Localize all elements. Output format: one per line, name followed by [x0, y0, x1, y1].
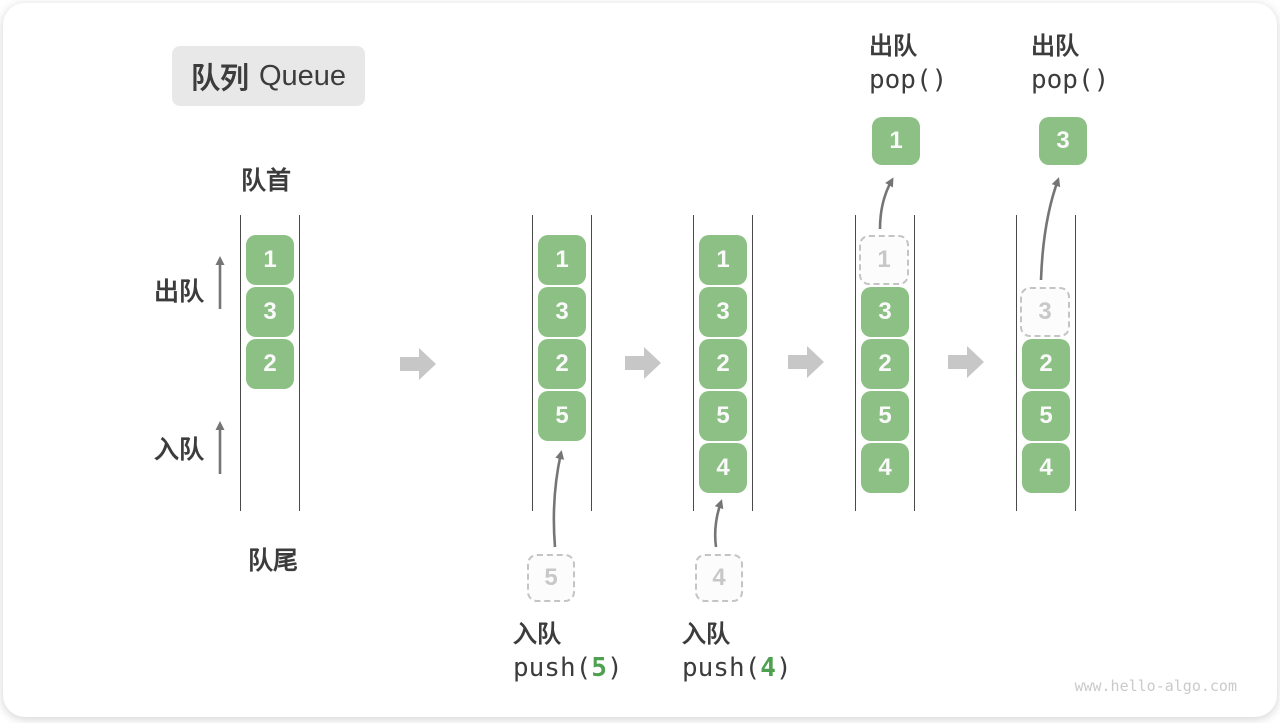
queue-block: 1: [538, 235, 586, 285]
step-arrow-icon: [400, 348, 436, 380]
push-arg: 4: [760, 653, 776, 683]
queue-block: 3: [246, 287, 294, 337]
step-arrow-icon: [788, 346, 824, 378]
queue-block: 5: [1022, 391, 1070, 441]
title-zh: 队列: [190, 63, 249, 95]
queue-block: 5: [699, 391, 747, 441]
push-call-label: push(4): [682, 653, 792, 683]
push-op-label: 入队: [513, 621, 561, 648]
label-dequeue: 出队: [154, 278, 205, 306]
pop-op-label: 出队: [869, 33, 917, 60]
queue-block: 5: [861, 391, 909, 441]
push-call-label: push(5): [513, 653, 623, 683]
label-queue-front: 队首: [240, 167, 292, 195]
queue-block: 1: [246, 235, 294, 285]
queue-block: 4: [1022, 443, 1070, 493]
queue-block: 2: [699, 339, 747, 389]
label-enqueue: 入队: [154, 436, 205, 464]
watermark: www.hello-algo.com: [1074, 677, 1237, 695]
push-arg: 5: [591, 653, 607, 683]
pop-op-label: 出队: [1031, 33, 1079, 60]
queue-block: 4: [861, 443, 909, 493]
queue-block-dashed: 1: [859, 235, 909, 285]
pop-annotation: 出队 pop(): [1031, 33, 1110, 95]
pop-call-label: pop(): [1031, 65, 1110, 95]
label-queue-rear: 队尾: [247, 547, 299, 575]
step-arrow-icon: [625, 347, 661, 379]
title-box: 队列 Queue: [172, 46, 365, 106]
push-dashed-block: 4: [695, 554, 743, 602]
popped-block: 3: [1039, 117, 1087, 165]
queue-block: 2: [538, 339, 586, 389]
title-en: Queue: [258, 59, 347, 92]
push-dashed-block: 5: [527, 554, 575, 602]
queue-block: 3: [861, 287, 909, 337]
queue-block: 3: [538, 287, 586, 337]
queue-block: 2: [861, 339, 909, 389]
step-arrow-icon: [948, 346, 984, 378]
pop-call-label: pop(): [869, 65, 948, 95]
push-annotation: 入队 push(4): [682, 621, 792, 683]
popped-block: 1: [872, 117, 920, 165]
queue-block: 5: [538, 391, 586, 441]
queue-block: 2: [246, 339, 294, 389]
queue-block: 1: [699, 235, 747, 285]
queue-block: 3: [699, 287, 747, 337]
push-annotation: 入队 push(5): [513, 621, 623, 683]
push-op-label: 入队: [682, 621, 730, 648]
queue-block: 4: [699, 443, 747, 493]
queue-block: 2: [1022, 339, 1070, 389]
pop-annotation: 出队 pop(): [869, 33, 948, 95]
queue-block-dashed: 3: [1020, 287, 1070, 337]
